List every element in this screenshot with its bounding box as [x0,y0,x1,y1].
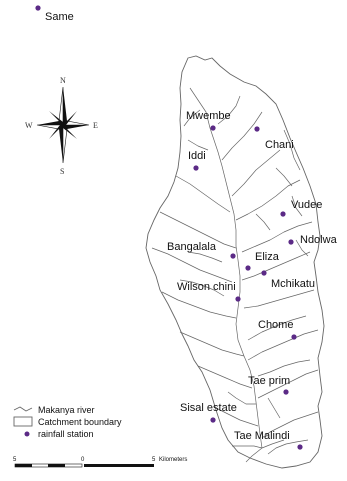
compass-west-label: W [25,121,33,130]
compass-east-label: E [93,121,98,130]
station-label: Chani [265,139,294,151]
scale-bar: 5 0 5 Kilometers [13,457,187,468]
compass-north-label: N [60,76,66,85]
station-marker [193,165,199,171]
legend-station-label: rainfall station [38,429,94,439]
station-marker [210,417,216,423]
map-legend: Makanya river Catchment boundary rainfal… [13,405,122,439]
legend-boundary-label: Catchment boundary [38,417,122,427]
station-marker [245,265,251,271]
station-marker [283,389,289,395]
station-label: Ndolwa [300,234,338,246]
station-label: Iddi [188,150,206,162]
station-marker [261,270,267,276]
station-marker [235,296,241,302]
station-label: Tae prim [248,375,290,387]
station-label: Wilson chini [177,281,236,293]
station-label: Chome [258,319,293,331]
station-label: Sisal estate [180,402,237,414]
river-network [151,87,319,463]
scale-right-label: 5 [152,457,156,463]
station-marker [35,5,41,11]
station-label: Mwembe [186,110,231,122]
station-label: Bangalala [167,241,217,253]
catchment-boundary [145,55,325,469]
legend-river-label: Makanya river [38,405,95,415]
compass-south-label: S [60,167,64,176]
station-label: Mchikatu [271,278,315,290]
station-label: Same [45,11,74,23]
rainfall-stations: SameMwembeChaniIddiVudeeNdolwaBangalalaE… [35,5,338,450]
station-marker [254,126,260,132]
station-label: Eliza [255,251,280,263]
legend-boundary-symbol [13,416,33,427]
scale-unit-label: Kilometers [159,457,187,463]
station-marker [230,253,236,259]
compass-rose: N S E W [25,76,98,176]
station-label: Vudee [291,199,322,211]
legend-station-symbol [24,431,30,437]
station-marker [297,444,303,450]
station-marker [291,334,297,340]
station-label: Tae Malindi [234,430,290,442]
station-marker [280,211,286,217]
scale-left-label: 5 [13,457,17,463]
legend-river-symbol [13,406,33,412]
station-marker [288,239,294,245]
scale-mid-label: 0 [81,457,85,463]
station-marker [210,125,216,131]
